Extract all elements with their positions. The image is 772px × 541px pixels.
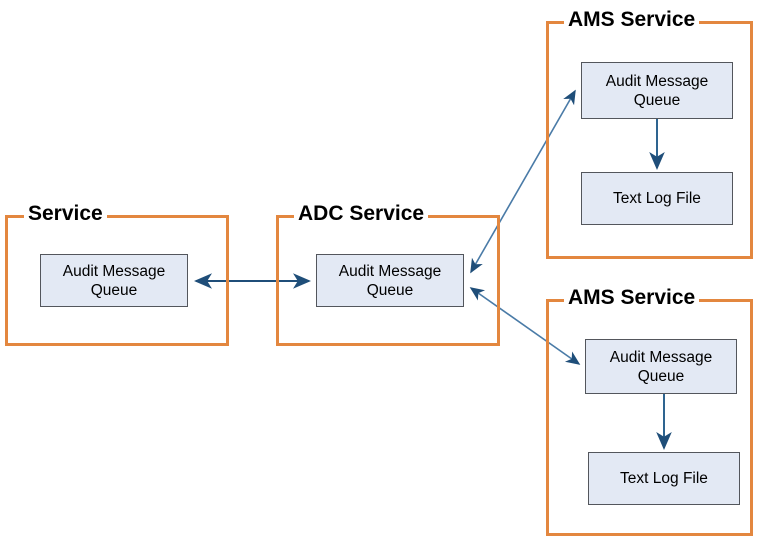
node-ams-bottom-audit-message-queue[interactable]: Audit Message Queue — [585, 339, 737, 394]
container-label-ams-service-top: AMS Service — [564, 9, 700, 30]
node-ams-top-text-log-file[interactable]: Text Log File — [581, 172, 733, 225]
node-label: Text Log File — [613, 190, 701, 207]
node-ams-top-audit-message-queue[interactable]: Audit Message Queue — [581, 62, 733, 119]
node-ams-bottom-text-log-file[interactable]: Text Log File — [588, 452, 740, 505]
node-label: Audit Message Queue — [609, 348, 713, 385]
node-label: Audit Message Queue — [62, 262, 166, 299]
container-service — [5, 215, 229, 346]
container-label-ams-service-bottom: AMS Service — [564, 287, 700, 308]
node-label: Audit Message Queue — [338, 262, 442, 299]
container-label-adc-service: ADC Service — [294, 203, 429, 224]
container-label-service: Service — [24, 203, 107, 224]
node-label: Text Log File — [620, 470, 708, 487]
node-adc-audit-message-queue[interactable]: Audit Message Queue — [316, 254, 464, 307]
node-label: Audit Message Queue — [605, 72, 709, 109]
node-service-audit-message-queue[interactable]: Audit Message Queue — [40, 254, 188, 307]
